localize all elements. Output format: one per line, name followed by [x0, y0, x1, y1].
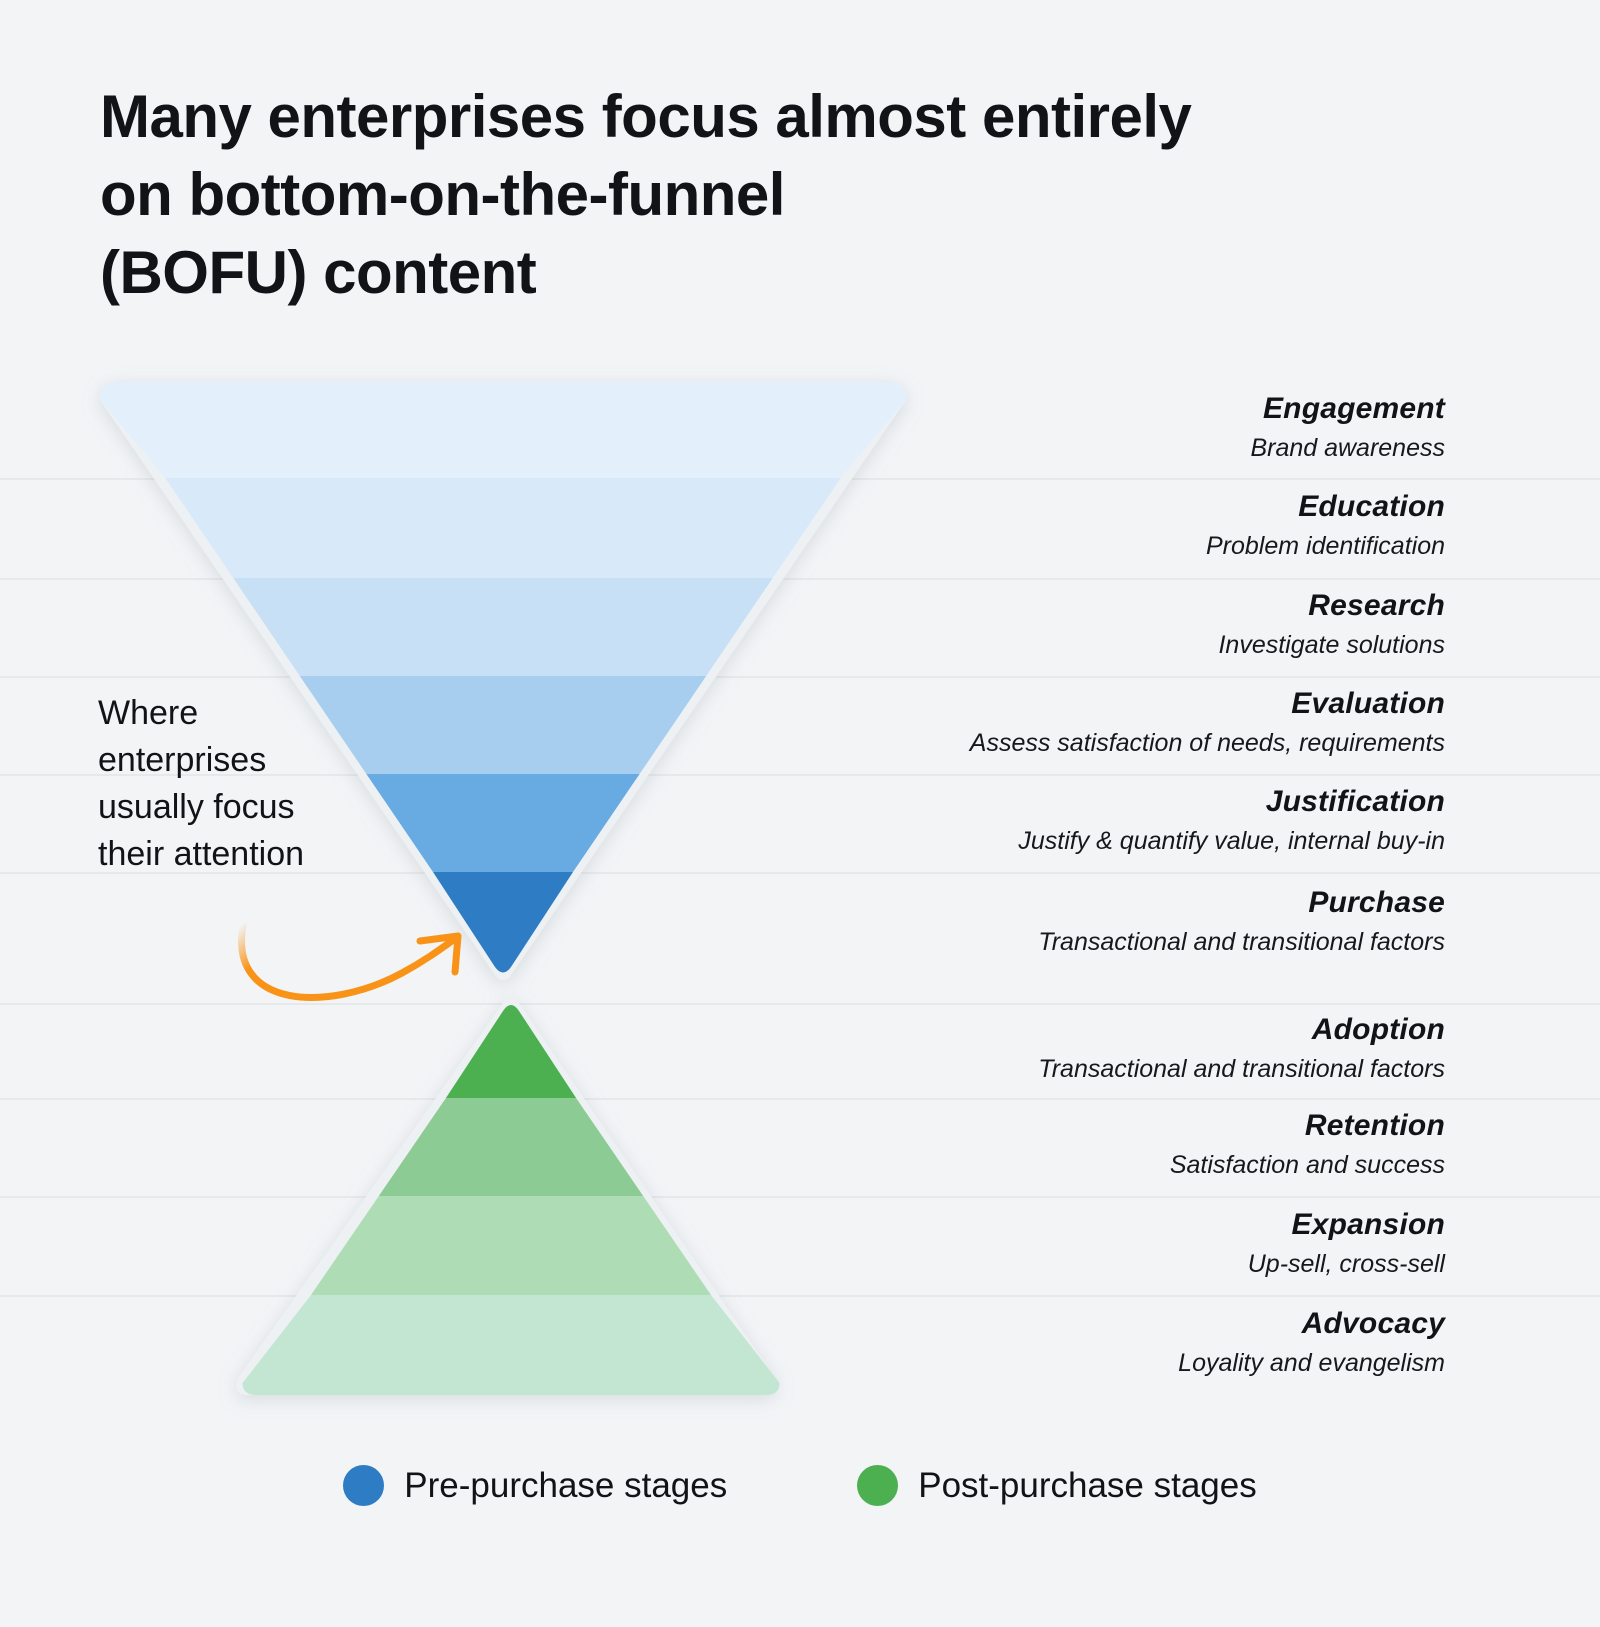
stage-divider-expansion	[0, 1196, 1600, 1295]
stage-subtitle: Up-sell, cross-sell	[1247, 1249, 1445, 1278]
stage-subtitle: Assess satisfaction of needs, requiremen…	[969, 729, 1445, 757]
stage-title: Evaluation	[1291, 687, 1445, 720]
stage-title: Retention	[1304, 1109, 1445, 1142]
stage-title: Justification	[1265, 785, 1445, 818]
stage-title: Engagement	[1262, 392, 1445, 425]
legend-label-post-purchase: Post-purchase stages	[918, 1465, 1257, 1505]
legend-label-pre-purchase: Pre-purchase stages	[404, 1465, 728, 1505]
stage-divider-retention	[0, 1098, 1600, 1196]
legend-dot-icon-pre-purchase	[343, 1465, 385, 1506]
legend-dot-icon-post-purchase	[857, 1465, 899, 1506]
page-title: Many enterprises focus almost entirely o…	[100, 83, 1192, 306]
legend-item-post-purchase: Post-purchase stages	[857, 1465, 1257, 1506]
stage-subtitle: Brand awareness	[1250, 434, 1445, 462]
stage-divider-adoption	[0, 1003, 1600, 1098]
attention-annotation: Where enterprises usually focus their at…	[98, 694, 305, 873]
stage-title: Purchase	[1308, 885, 1445, 919]
stage-subtitle: Transactional and transitional factors	[1038, 1054, 1445, 1083]
stage-subtitle: Transactional and transitional factors	[1038, 927, 1445, 956]
stage-title: Adoption	[1311, 1012, 1445, 1046]
stage-title: Expansion	[1291, 1207, 1445, 1241]
stage-title: Research	[1308, 589, 1445, 622]
stage-divider-advocacy	[0, 1295, 1600, 1395]
stage-title: Education	[1298, 490, 1445, 523]
legend-item-pre-purchase: Pre-purchase stages	[343, 1465, 727, 1506]
legend: Pre-purchase stages Post-purchase stages	[0, 1465, 1600, 1506]
stage-title: Advocacy	[1301, 1307, 1445, 1340]
stage-subtitle: Problem identification	[1205, 532, 1445, 560]
stage-subtitle: Investigate solutions	[1218, 631, 1445, 659]
stage-subtitle: Satisfaction and success	[1169, 1151, 1445, 1179]
stage-subtitle: Loyality and evangelism	[1178, 1349, 1445, 1377]
stage-subtitle: Justify & quantify value, internal buy-i…	[1018, 827, 1445, 855]
